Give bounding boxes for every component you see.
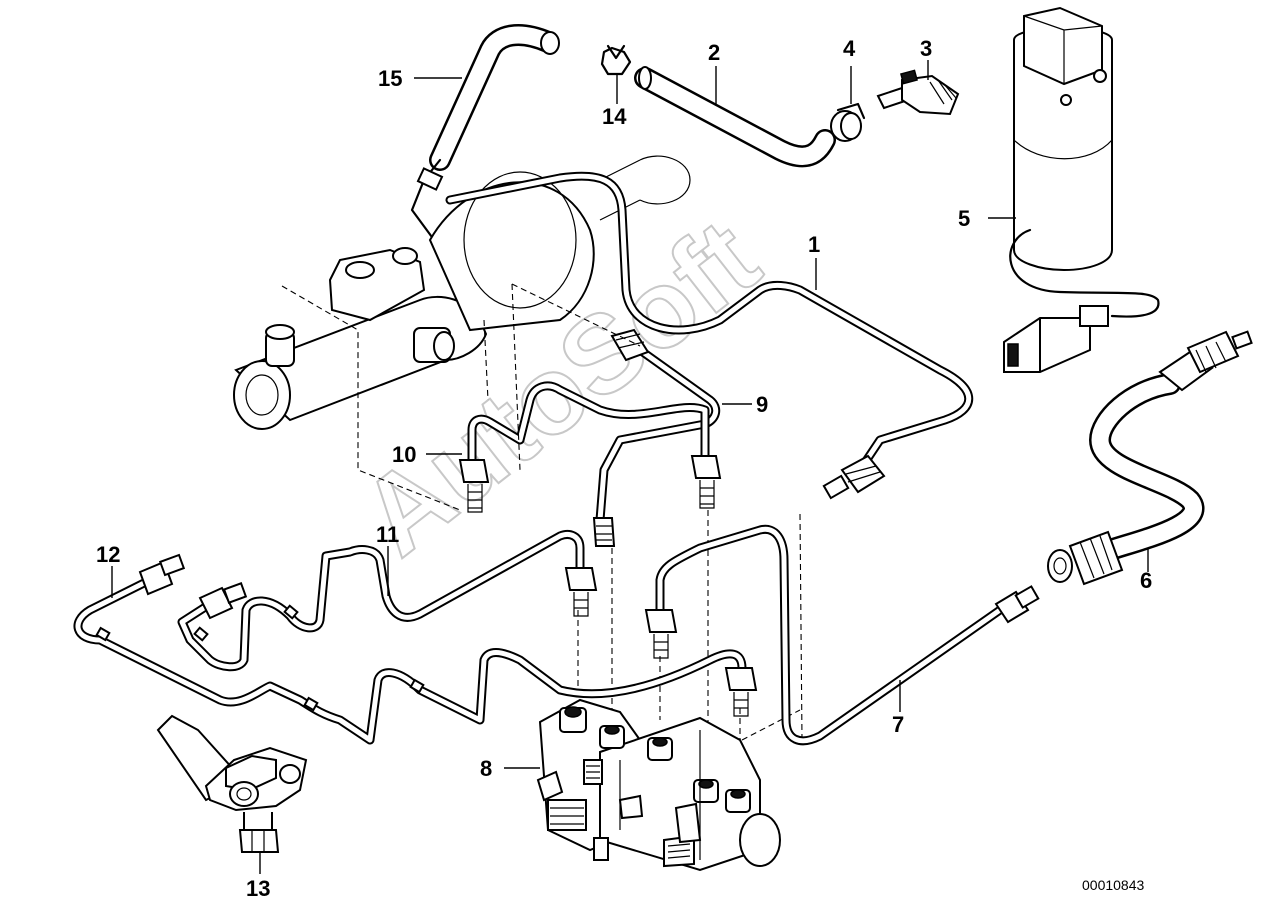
part-14-clip (600, 44, 632, 76)
callout-12: 12 (96, 542, 120, 567)
part-3-elbow-fitting (876, 69, 960, 116)
part-13-bracket (156, 714, 308, 853)
callout-14: 14 (602, 104, 627, 129)
part-9-brake-line (592, 328, 721, 547)
part-12-brake-line (73, 553, 758, 745)
construction-lines (281, 283, 803, 780)
valve-feed-line (644, 524, 1040, 746)
callout-6: 6 (1140, 568, 1152, 593)
part-6-flexible-hose (1047, 330, 1253, 586)
drawing-number: 00010843 (1082, 877, 1145, 893)
callout-5: 5 (958, 206, 970, 231)
part-8-valve-block (536, 698, 781, 872)
callout-8: 8 (480, 756, 492, 781)
callout-4: 4 (843, 36, 856, 61)
part-15-hose (410, 24, 560, 250)
callout-15: 15 (378, 66, 402, 91)
callout-3: 3 (920, 36, 932, 61)
part-2-hose (634, 66, 836, 168)
callout-2: 2 (708, 40, 720, 65)
part-1-brake-line (445, 171, 974, 500)
leader-lines (111, 60, 1149, 874)
callout-9: 9 (756, 392, 768, 417)
callout-1: 1 (808, 232, 820, 257)
callout-7: 7 (892, 712, 904, 737)
part-10-brake-line (458, 381, 722, 513)
brake-master-cylinder (233, 155, 691, 430)
part-11-brake-line (177, 530, 598, 672)
callout-13: 13 (246, 876, 270, 901)
callout-11: 11 (376, 522, 399, 547)
part-4-clamp (830, 102, 866, 142)
callout-10: 10 (392, 442, 416, 467)
part-5-pressure-reservoir (1003, 6, 1160, 373)
callout-labels: 1 2 3 4 5 6 7 8 9 10 11 12 13 14 15 (96, 36, 1152, 901)
